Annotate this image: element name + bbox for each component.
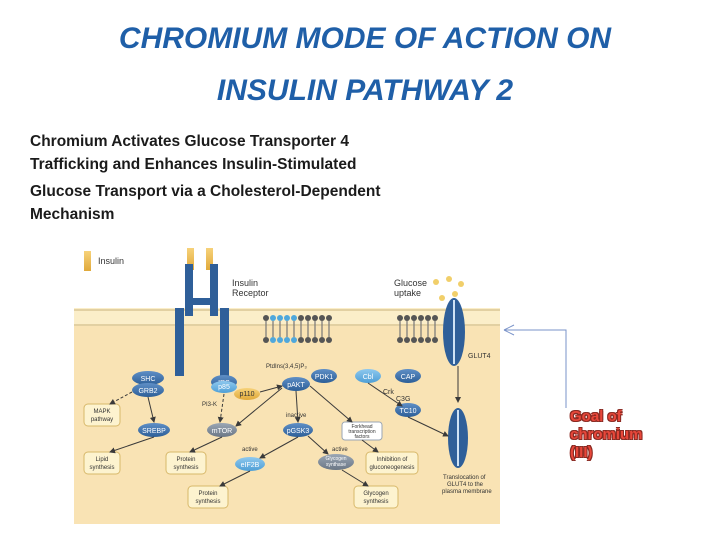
lipid-label-1: Lipid xyxy=(96,457,109,463)
glycogen-label-2: synthesis xyxy=(363,499,388,505)
crk-label: Crk xyxy=(383,389,394,396)
insulin-receptor: Insulin Receptor xyxy=(175,264,269,376)
p110-label: p110 xyxy=(239,391,254,398)
mapk-label-2: pathway xyxy=(91,417,113,423)
protein-b-label-1: Protein xyxy=(198,491,217,497)
translocation-label-3: plasma membrane xyxy=(442,489,492,495)
glucose-uptake: Glucose uptake xyxy=(394,276,464,301)
cytoplasm-area xyxy=(74,308,500,524)
insulin-pathway-diagram: Insulin Insulin Receptor Glucose uptake … xyxy=(74,248,567,524)
goal-line-3: (III) xyxy=(570,444,593,461)
c3g-label: C3G xyxy=(396,396,410,403)
cbl-node xyxy=(355,369,381,383)
goal-line-1: Goal of xyxy=(570,408,622,425)
p85-node xyxy=(211,381,237,393)
receptor-label-1: Insulin xyxy=(232,278,258,288)
subtitle-line-4: Mechanism xyxy=(30,206,115,223)
cap-label: CAP xyxy=(401,374,416,381)
shc-node xyxy=(132,371,164,385)
forkhead-label-1: Forkhead xyxy=(351,424,372,430)
gluconeogenesis-box xyxy=(365,451,419,475)
pakt-node xyxy=(282,377,310,391)
eif2b-label: eIF2B xyxy=(241,462,260,469)
ptdins-label: PtdIns(3,4,5)P₃ xyxy=(266,364,307,370)
glut4-vesicles: Translocation of GLUT4 to the plasma mem… xyxy=(442,366,492,495)
lipid-raft-left xyxy=(263,315,332,343)
pdk1-node xyxy=(311,369,337,383)
goal-pointer xyxy=(503,324,567,408)
p85-label: p85 xyxy=(218,384,230,391)
mtor-label: mTOR xyxy=(212,428,232,435)
eif2b-node xyxy=(235,457,265,471)
pgsk3-label: pGSK3 xyxy=(287,428,310,435)
translocation-label-2: GLUT4 to the xyxy=(447,482,484,488)
srebp-label: SREBP xyxy=(142,428,166,435)
glycogen-synthase-label-1: Glycogen xyxy=(325,456,346,462)
mtor-node xyxy=(207,423,237,437)
glycogen-label-1: Glycogen xyxy=(363,491,388,497)
receptor-label-2: Receptor xyxy=(232,288,269,298)
lipid-synthesis-box xyxy=(83,451,121,475)
tc10-label: TC10 xyxy=(399,408,416,415)
active-label-2: active xyxy=(332,447,348,453)
glycogen-synthase-node xyxy=(318,454,354,470)
protein-b-label-2: synthesis xyxy=(195,499,220,505)
mapk-box xyxy=(83,403,121,427)
insulin-molecule-1 xyxy=(187,248,194,270)
subtitle-line-2: Trafficking and Enhances Insulin-Stimula… xyxy=(30,156,357,173)
glucose-label-1: Glucose xyxy=(394,278,427,288)
grb2-node xyxy=(132,383,164,397)
pakt-label: pAKT xyxy=(287,382,305,389)
forkhead-label-2: transcription xyxy=(348,429,375,435)
subtitle-line-1: Chromium Activates Glucose Transporter 4 xyxy=(30,133,349,150)
cbl-label: Cbl xyxy=(363,374,374,381)
translocation-label-1: Translocation of xyxy=(443,475,486,481)
subtitle-line-3: Glucose Transport via a Cholesterol-Depe… xyxy=(30,183,381,200)
insulin-legend: Insulin xyxy=(84,251,124,271)
p110-node xyxy=(234,388,260,400)
lipid-label-2: synthesis xyxy=(89,465,114,471)
cap-node xyxy=(395,369,421,383)
forkhead-label-3: factors xyxy=(354,434,370,440)
glucose-label-2: uptake xyxy=(394,288,421,298)
inhibition-label-1: Inhibition of xyxy=(377,457,408,463)
slide-title-line-2: INSULIN PATHWAY 2 xyxy=(216,74,514,107)
mapk-label-1: MAPK xyxy=(93,409,110,415)
protein-synthesis-box-2 xyxy=(187,485,229,509)
protein-synthesis-box-1 xyxy=(165,451,207,475)
inactive-label: inactive xyxy=(286,413,307,419)
grb2-label: GRB2 xyxy=(138,388,157,395)
shc-label: SHC xyxy=(141,376,156,383)
inhibition-label-2: gluconeogenesis xyxy=(369,465,414,471)
pdk1-label: PDK1 xyxy=(315,374,333,381)
srebp-node xyxy=(138,423,170,437)
insulin-label: Insulin xyxy=(98,256,124,266)
goal-line-2: chromium xyxy=(570,426,643,443)
protein-a-label-1: Protein xyxy=(176,457,195,463)
pi3k-label: PI3-K xyxy=(202,402,217,408)
slide-title-line-1: CHROMIUM MODE OF ACTION ON xyxy=(118,22,612,55)
glut4-transporter-membrane: GLUT4 xyxy=(443,298,491,366)
protein-a-label-2: synthesis xyxy=(173,465,198,471)
insulin-molecule-2 xyxy=(206,248,213,270)
goal-of-chromium-note: Goal of chromium (III) xyxy=(570,408,670,462)
active-label-1: active xyxy=(242,447,258,453)
glut4-label: GLUT4 xyxy=(468,353,491,360)
lipid-raft-right xyxy=(397,315,438,343)
glycogen-synthesis-box xyxy=(353,485,399,509)
glycogen-synthase-label-2: synthase xyxy=(326,462,346,468)
pgsk3-node xyxy=(283,423,313,437)
